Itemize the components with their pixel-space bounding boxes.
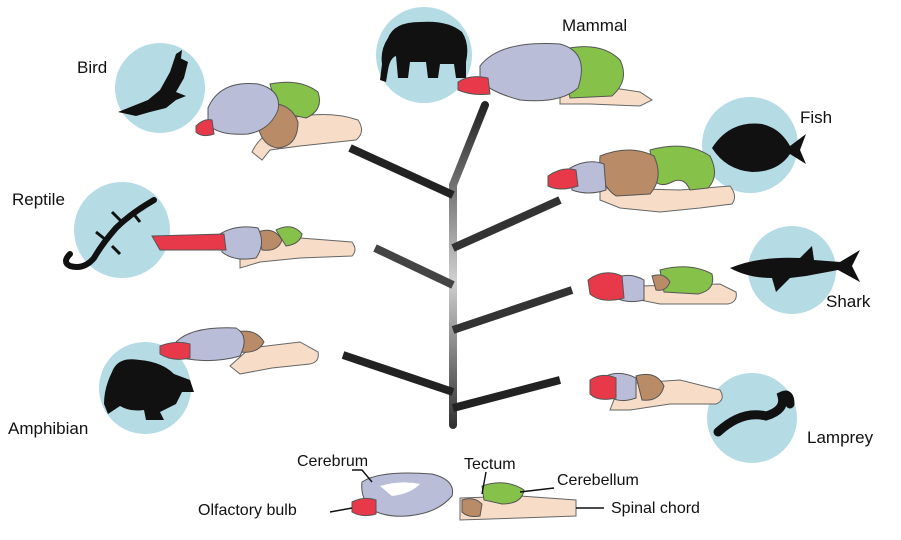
brain-bird — [196, 82, 362, 160]
lamprey-icon-group — [707, 373, 797, 463]
bird-icon-group — [115, 43, 205, 133]
label-olfactory-bulb: Olfactory bulb — [198, 502, 297, 520]
tree-trunk — [453, 105, 485, 425]
reptile-icon-group — [66, 182, 170, 278]
brain-lamprey — [590, 373, 722, 410]
label-tectum: Tectum — [464, 456, 516, 474]
label-amphibian: Amphibian — [8, 419, 88, 439]
brain-shark — [588, 267, 736, 304]
branch-bird — [350, 148, 453, 195]
label-fish: Fish — [800, 108, 832, 128]
fish-icon-group — [702, 97, 806, 193]
label-lamprey: Lamprey — [807, 428, 873, 448]
label-reptile: Reptile — [12, 190, 65, 210]
branch-fish — [453, 200, 560, 248]
brain-mammal — [458, 43, 652, 106]
label-shark: Shark — [826, 292, 870, 312]
label-bird: Bird — [77, 58, 107, 78]
label-spinal-chord: Spinal chord — [611, 500, 700, 518]
brain-key — [352, 473, 576, 520]
branch-lamprey — [453, 380, 560, 408]
label-cerebellum: Cerebellum — [557, 472, 639, 490]
label-mammal: Mammal — [562, 16, 627, 36]
brain-reptile — [152, 227, 355, 268]
branch-shark — [453, 290, 572, 330]
phylogenetic-tree — [343, 105, 572, 425]
brain-fish — [548, 146, 735, 212]
branch-reptile — [375, 248, 453, 285]
branch-amphibian — [343, 355, 453, 392]
label-cerebrum: Cerebrum — [297, 453, 368, 471]
